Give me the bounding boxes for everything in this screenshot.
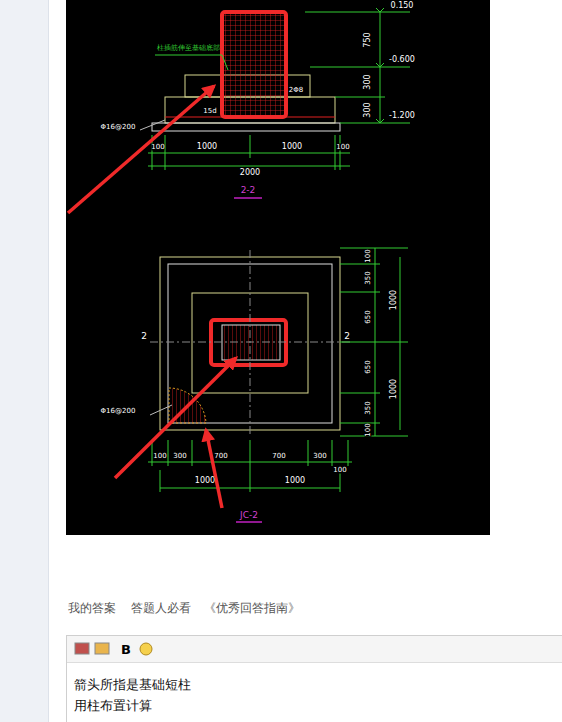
dimension: 650 bbox=[365, 310, 372, 323]
elevation: -1.200 bbox=[389, 112, 415, 120]
answer-text-box: 箭头所指是基础短柱用柱布置计算 bbox=[70, 672, 550, 718]
toolbar-icon bbox=[75, 643, 152, 655]
dimension: 700 bbox=[272, 453, 285, 460]
tab-label: 我的答案 bbox=[68, 602, 116, 614]
dimension: 100 bbox=[333, 467, 346, 474]
section-mark: 2 bbox=[344, 332, 350, 341]
dimension: 350 bbox=[365, 271, 372, 284]
dimension: 1000 bbox=[282, 143, 302, 151]
elevation: 0.150 bbox=[391, 2, 414, 10]
tab-label: 《优秀回答指南》 bbox=[204, 602, 300, 614]
toolbar-bold: B bbox=[121, 643, 131, 656]
rebar-label: Φ16@200 bbox=[101, 408, 136, 415]
side-strip bbox=[0, 0, 48, 722]
rebar-label: 15d bbox=[203, 108, 216, 115]
dimension: 2000 bbox=[240, 169, 260, 177]
dimension: 100 bbox=[151, 144, 164, 151]
dimension: 750 bbox=[364, 32, 372, 47]
elevation: -0.600 bbox=[389, 56, 415, 64]
dimension: 1000 bbox=[195, 477, 215, 485]
section-mark: 2 bbox=[141, 332, 147, 341]
dimension: 100 bbox=[365, 249, 372, 262]
dimension: 100 bbox=[365, 423, 372, 436]
dimension: 300 bbox=[173, 453, 186, 460]
editor-toolbar bbox=[67, 636, 562, 662]
answer-text: 用柱布置计算 bbox=[74, 695, 546, 716]
cad-ground bbox=[66, 0, 490, 535]
section-view bbox=[140, 8, 410, 198]
dimension: 350 bbox=[365, 401, 372, 414]
dimension: 100 bbox=[336, 144, 349, 151]
view-title: JC-2 bbox=[240, 511, 258, 520]
note-text: 柱插筋伸至基础底部 bbox=[157, 45, 220, 52]
dimension: 300 bbox=[313, 453, 326, 460]
dimension: 100 bbox=[153, 453, 166, 460]
dimension: 1000 bbox=[390, 290, 398, 310]
dimension: 650 bbox=[365, 360, 372, 373]
dimension: 700 bbox=[214, 453, 227, 460]
dimension: 1000 bbox=[390, 379, 398, 399]
rebar-label: Φ16@200 bbox=[101, 124, 136, 131]
plan-view bbox=[148, 248, 408, 522]
dimension: 1000 bbox=[285, 477, 305, 485]
pointer-arrow bbox=[68, 86, 236, 508]
rebar-label: 2Φ8 bbox=[289, 87, 303, 94]
editor-box bbox=[67, 636, 562, 722]
dimension: 300 bbox=[364, 102, 372, 117]
tab-label: 答题人必看 bbox=[131, 602, 191, 614]
dimension: 1000 bbox=[197, 143, 217, 151]
section-title: 2-2 bbox=[241, 186, 256, 195]
answer-text: 箭头所指是基础短柱 bbox=[74, 674, 546, 695]
dimension: 300 bbox=[364, 74, 372, 89]
